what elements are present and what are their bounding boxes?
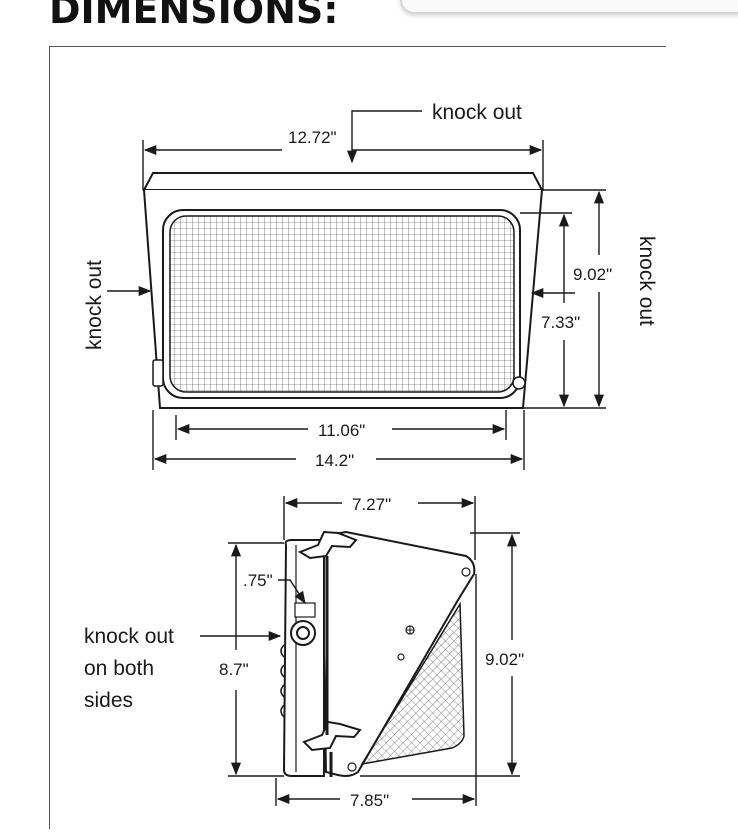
- front-view: [142, 172, 544, 409]
- label-knock-out-right: knock out: [635, 236, 658, 326]
- side-housing: [320, 530, 476, 777]
- front-right-knob: [512, 376, 526, 390]
- label-knock-out-line1: knock out: [84, 625, 174, 648]
- side-lens-mesh: [360, 601, 465, 766]
- label-depth-bottom: 7.85": [350, 791, 389, 810]
- side-screw-bottom: [347, 762, 357, 772]
- front-lens-grid: [169, 215, 515, 393]
- label-knock-out-top: knock out: [432, 101, 522, 124]
- side-back-plate: [282, 539, 325, 777]
- label-depth-top: 7.27": [352, 495, 391, 514]
- title-rule: [49, 46, 666, 47]
- label-width-top: 12.72": [288, 128, 337, 147]
- front-dimensions: [107, 110, 606, 470]
- label-offset: .75": [243, 571, 273, 590]
- label-height-back: 8.7": [219, 660, 249, 679]
- label-knock-out-line2: on both: [84, 657, 154, 680]
- side-bottom-bracket: [302, 720, 362, 752]
- label-knock-out-line3: sides: [84, 689, 133, 712]
- label-knock-out-left: knock out: [83, 260, 106, 350]
- page-title: DIMENSIONS:: [49, 0, 339, 32]
- side-screw-top: [461, 567, 471, 577]
- side-top-bracket: [297, 530, 358, 560]
- side-view: [280, 530, 476, 777]
- label-height-total: 9.02": [485, 650, 524, 669]
- front-top-cap: [142, 172, 544, 191]
- label-height-lens: 7.33": [541, 313, 580, 332]
- label-width-lens: 11.06": [318, 421, 365, 440]
- side-dimensions: [200, 496, 520, 806]
- label-height-outer: 9.02": [573, 265, 612, 284]
- side-bumps: [280, 644, 285, 718]
- frame-left-border: [49, 46, 50, 829]
- front-left-knob: [152, 359, 164, 387]
- label-width-base: 14.2": [315, 451, 354, 470]
- top-tab-decoration: [400, 0, 738, 14]
- side-small-hole: [397, 653, 405, 661]
